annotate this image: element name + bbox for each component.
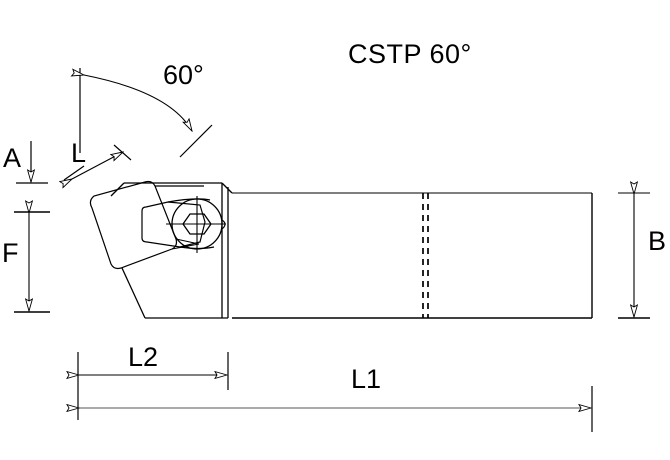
angle-dimension-60: [80, 68, 213, 158]
dimension-b: [618, 193, 650, 319]
dimension-f: [14, 212, 50, 313]
drawing-title: CSTP 60°: [348, 39, 472, 69]
break-line: [422, 193, 429, 318]
insert: [89, 180, 178, 270]
dimension-a: [16, 141, 48, 184]
dimension-label-a: A: [3, 143, 22, 173]
angle-label-60: 60°: [163, 60, 204, 90]
dimension-l1: [79, 386, 593, 432]
dimension-label-l1: L1: [351, 364, 382, 394]
dimension-label-l: L: [71, 138, 87, 168]
holder-head: [110, 182, 233, 319]
dimension-l: [64, 144, 132, 180]
tool-shank: [232, 192, 593, 319]
center-mark: [166, 196, 226, 253]
dimension-label-b: B: [648, 226, 667, 256]
dimension-label-f: F: [2, 238, 19, 268]
dimension-label-l2: L2: [128, 342, 159, 372]
